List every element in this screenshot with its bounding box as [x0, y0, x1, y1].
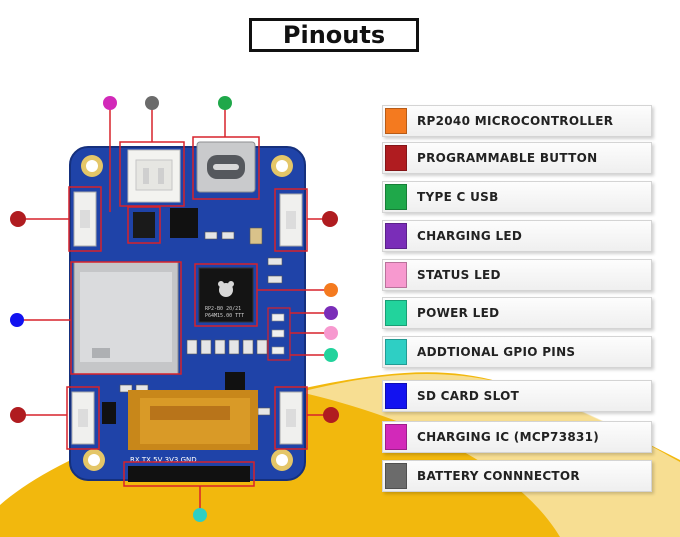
- marker-rp2040: [324, 283, 338, 297]
- mounting-holes: [81, 155, 293, 471]
- small-ic-2: [102, 402, 116, 424]
- marker-sd-card: [10, 313, 24, 327]
- legend-item-gpio-pins: ADDTIONAL GPIO PINS: [382, 336, 652, 368]
- usb-c-highlight: [192, 136, 260, 200]
- legend-swatch: [385, 424, 407, 450]
- legend-swatch: [385, 339, 407, 365]
- legend-label: RP2040 MICROCONTROLLER: [417, 114, 614, 128]
- marker-button-bottom-right: [323, 407, 339, 423]
- marker-charging-led: [324, 306, 338, 320]
- legend-swatch: [385, 108, 407, 134]
- legend-label: PROGRAMMABLE BUTTON: [417, 151, 598, 165]
- title-box: Pinouts: [249, 18, 419, 52]
- marker-battery-connector: [145, 96, 159, 110]
- legend-swatch: [385, 184, 407, 210]
- marker-dots: [10, 96, 339, 522]
- legend-swatch: [385, 383, 407, 409]
- legend-label: SD CARD SLOT: [417, 389, 520, 403]
- side-button-bottom-left: [71, 391, 95, 445]
- usb-c-port: [196, 141, 256, 193]
- legend-swatch: [385, 262, 407, 288]
- chip-marking-line2: P64M15.00 TTT: [205, 313, 244, 319]
- legend-swatch: [385, 463, 407, 489]
- background-wave-light: [300, 374, 680, 537]
- legend-swatch: [385, 223, 407, 249]
- header-pin-labels: RX TX 5V 3V3 GND: [130, 456, 197, 464]
- legend-item-programmable-button: PROGRAMMABLE BUTTON: [382, 142, 652, 174]
- legend-item-battery-connector: BATTERY CONNNECTOR: [382, 460, 652, 492]
- legend-label: CHARGING IC (MCP73831): [417, 430, 600, 444]
- marker-power-led: [324, 348, 338, 362]
- side-button-top-right-highlight: [274, 188, 308, 252]
- legend-item-status-led: STATUS LED: [382, 259, 652, 291]
- legend-label: CHARGING LED: [417, 229, 523, 243]
- legend-swatch: [385, 300, 407, 326]
- sd-card-highlight: [70, 261, 182, 375]
- smd-components: [119, 227, 283, 416]
- legend-item-sd-card-slot: SD CARD SLOT: [382, 380, 652, 412]
- marker-usb-c: [218, 96, 232, 110]
- legend-item-rp2040: RP2040 MICROCONTROLLER: [382, 105, 652, 137]
- legend-label: BATTERY CONNNECTOR: [417, 469, 580, 483]
- marker-button-bottom-left: [10, 407, 26, 423]
- legend-swatch: [385, 145, 407, 171]
- legend-item-type-c-usb: TYPE C USB: [382, 181, 652, 213]
- marker-status-led: [324, 326, 338, 340]
- display-flex-cable: [128, 390, 258, 450]
- charging-ic-highlight: [127, 206, 161, 244]
- pin-header: [128, 466, 250, 482]
- legend-label: STATUS LED: [417, 268, 501, 282]
- side-button-bottom-left-highlight: [66, 386, 100, 450]
- marker-button-top-left: [10, 211, 26, 227]
- small-ic: [225, 372, 245, 394]
- legend-item-power-led: POWER LED: [382, 297, 652, 329]
- pin-header-highlight: [123, 461, 255, 487]
- leds: [271, 313, 285, 355]
- sd-card-slot: [73, 261, 179, 375]
- legend-label: POWER LED: [417, 306, 500, 320]
- leds-highlight: [267, 307, 291, 361]
- legend-label: ADDTIONAL GPIO PINS: [417, 345, 576, 359]
- marker-gpio-pins: [193, 508, 207, 522]
- legend-label: TYPE C USB: [417, 190, 499, 204]
- side-button-top-right: [279, 193, 303, 247]
- battery-connector: [127, 149, 181, 203]
- rp2040-highlight: [194, 263, 258, 327]
- side-button-bottom-right-highlight: [274, 386, 308, 450]
- legend-item-charging-ic: CHARGING IC (MCP73831): [382, 421, 652, 453]
- legend-item-charging-led: CHARGING LED: [382, 220, 652, 252]
- raspberry-logo-icon: [218, 281, 234, 297]
- marker-charging-ic: [103, 96, 117, 110]
- regulator: [170, 208, 198, 238]
- side-button-bottom-right: [279, 391, 303, 445]
- marker-button-top-right: [322, 211, 338, 227]
- charging-ic: [133, 212, 155, 238]
- side-button-top-left: [73, 191, 97, 247]
- chip-marking-line1: RP2-B0 20/21: [205, 306, 241, 312]
- page-title: Pinouts: [282, 21, 386, 49]
